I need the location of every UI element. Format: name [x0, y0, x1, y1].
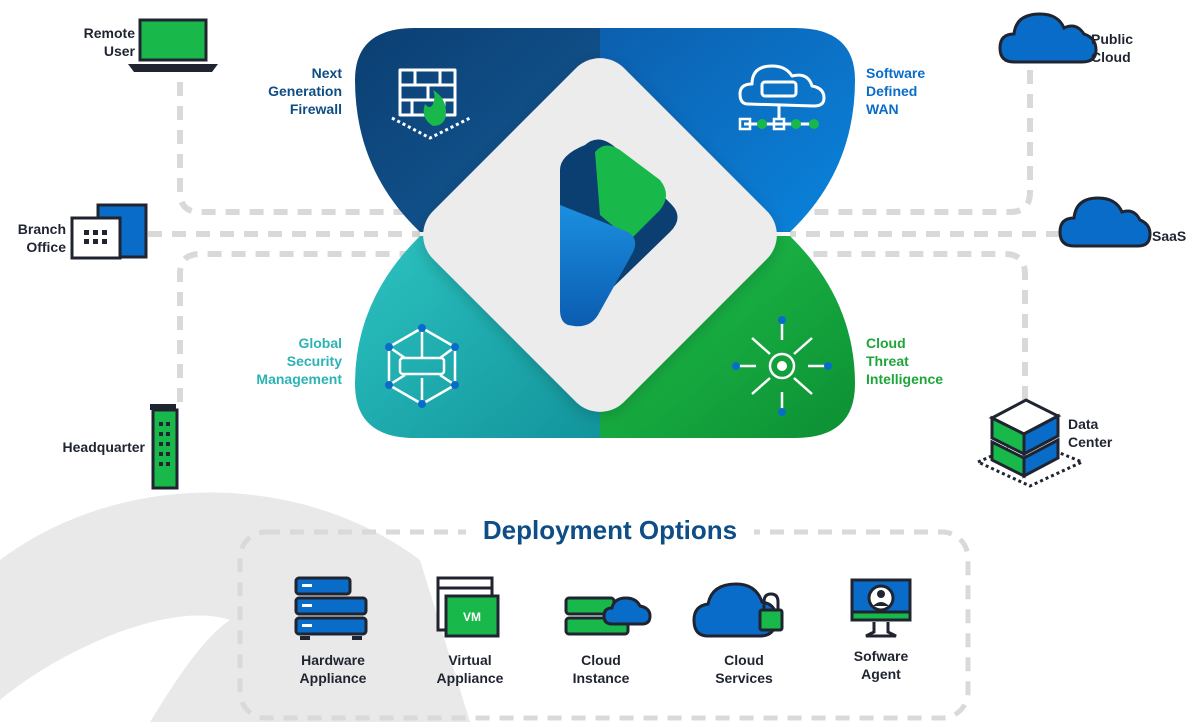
branch-office-icon [70, 203, 148, 260]
cloud-services-icon [692, 582, 784, 638]
gsm-label: Global Security Management [210, 334, 342, 388]
cti-line-2: Threat [866, 353, 909, 369]
public-cloud-icon [998, 12, 1098, 64]
data-center-icon [974, 398, 1086, 488]
hardware-appliance-icon [294, 576, 368, 640]
connector-public-cloud [790, 70, 1033, 215]
cloud-instance-icon [564, 596, 652, 636]
data-center-label: Data Center [1068, 415, 1158, 451]
threat-core-dot [777, 361, 787, 371]
option-cloud-services: Cloud Services [684, 651, 804, 687]
headquarter-label: Headquarter [62, 439, 145, 455]
connector-remote-user [177, 82, 420, 215]
background-swoosh [0, 492, 470, 722]
virtual-appliance-icon: VM [436, 576, 500, 638]
public-cloud-line-2: Cloud [1091, 49, 1131, 65]
option-label-line-1: Sofware [853, 648, 909, 664]
public-cloud-line-1: Public [1091, 31, 1134, 47]
option-label-line-2: Appliance [299, 670, 367, 686]
option-label-line-1: Cloud [724, 652, 764, 668]
gsm-line-1: Global [298, 335, 342, 351]
deployment-title: Deployment Options [466, 514, 754, 546]
option-label-line-1: Cloud [581, 652, 621, 668]
ngfw-line-3: Firewall [289, 101, 342, 117]
gsm-line-2: Security [286, 353, 342, 369]
connector-data-center [790, 251, 1028, 400]
ngfw-line-2: Generation [268, 83, 342, 99]
flame-icon [423, 90, 446, 126]
option-label-line-1: Virtual [448, 652, 492, 668]
vm-badge: VM [463, 610, 481, 624]
connector-headquarter [177, 251, 420, 402]
option-label-line-2: Instance [572, 670, 630, 686]
option-label-line-2: Agent [861, 666, 901, 682]
option-label-line-2: Services [715, 670, 773, 686]
saas-cloud-icon [1058, 196, 1152, 248]
dashed-connectors [148, 70, 1060, 402]
option-sofware-agent: Sofware Agent [821, 647, 941, 683]
headquarter-icon [150, 404, 179, 490]
data-center-line-1: Data [1068, 416, 1099, 432]
laptop-icon [128, 18, 218, 72]
ngfw-line-1: Next [311, 65, 342, 81]
remote-user-line-2: User [103, 43, 135, 59]
threat-bug-icon [736, 320, 828, 412]
option-label-line-2: Appliance [436, 670, 504, 686]
gsm-line-3: Management [256, 371, 342, 387]
branch-office-line-2: Office [26, 239, 66, 255]
option-cloud-instance: Cloud Instance [541, 651, 661, 687]
sdwan-line-1: Software [866, 65, 926, 81]
cti-line-3: Intelligence [866, 371, 944, 387]
software-agent-icon [850, 578, 912, 638]
sdwan-line-2: Defined [866, 83, 918, 99]
brand-logo [560, 139, 678, 327]
ngfw-label: Next Generation Firewall [220, 64, 342, 118]
firewall-icon [391, 68, 471, 140]
option-virtual-appliance: Virtual Appliance [410, 651, 530, 687]
cti-line-1: Cloud [866, 335, 906, 351]
option-label-line-1: Hardware [301, 652, 365, 668]
option-hardware-appliance: Hardware Appliance [273, 651, 393, 687]
network-node-dots [385, 324, 459, 408]
branch-office-label: Branch Office [0, 220, 66, 256]
cti-label: Cloud Threat Intelligence [866, 334, 996, 388]
remote-user-line-1: Remote [83, 25, 135, 41]
sdwan-cloud-icon [738, 64, 826, 126]
public-cloud-label: Public Cloud [1091, 30, 1181, 66]
branch-office-line-1: Branch [17, 221, 66, 237]
sdwan-line-3: WAN [866, 101, 899, 117]
sdwan-label: Software Defined WAN [866, 64, 996, 118]
sdwan-nodes-icon [738, 117, 819, 131]
remote-user-label: Remote User [50, 24, 135, 60]
threat-node-dots [732, 316, 832, 416]
saas-label: SaaS [1152, 228, 1187, 244]
data-center-line-2: Center [1068, 434, 1113, 450]
